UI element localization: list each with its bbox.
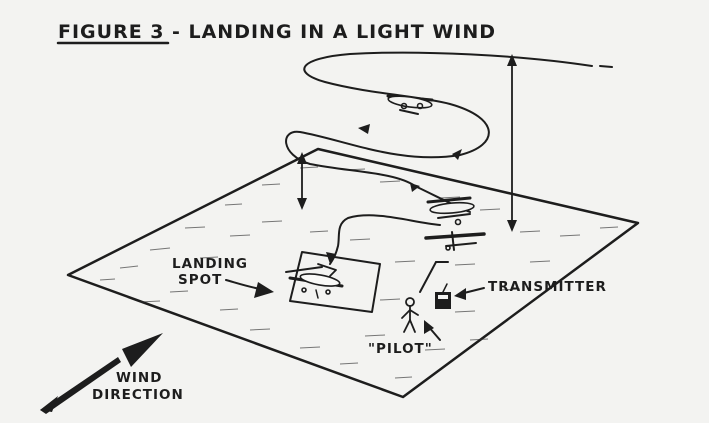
flying-field [66,147,640,399]
landing-spot-label-1: LANDING [172,256,248,272]
altitude-marker-right [507,54,517,232]
airplane-middle-icon [426,196,475,226]
transmitter-pointer [454,287,485,300]
flight-path-approach [329,214,441,265]
transmitter-label: TRANSMITTER [488,279,607,295]
figure-title: - LANDING IN A LIGHT WIND [172,21,496,43]
transmitter-icon [435,283,451,309]
wind-label-2: DIRECTION [92,387,184,403]
landing-spot-label-2: SPOT [178,272,222,288]
flight-path-upper [285,51,593,213]
landing-spot-pointer [225,279,274,298]
wind-direction-arrow-icon [40,333,163,414]
wind-label-1: WIND [116,370,162,386]
figure-number: FIGURE 3 [58,21,165,43]
path-arrowheads [326,124,462,264]
pilot-pointer [424,320,441,341]
flight-path-tail-dash [599,65,613,68]
landing-spot-square [289,251,381,313]
airplane-top-icon [386,94,434,115]
antenna-icon [419,261,449,293]
airplane-low-icon [424,231,486,251]
airplane-landing-icon [285,263,344,299]
field-texture [99,166,619,379]
pilot-label: "PILOT" [368,341,433,357]
altitude-marker-left [297,152,307,210]
pilot-figure-icon [401,297,419,333]
